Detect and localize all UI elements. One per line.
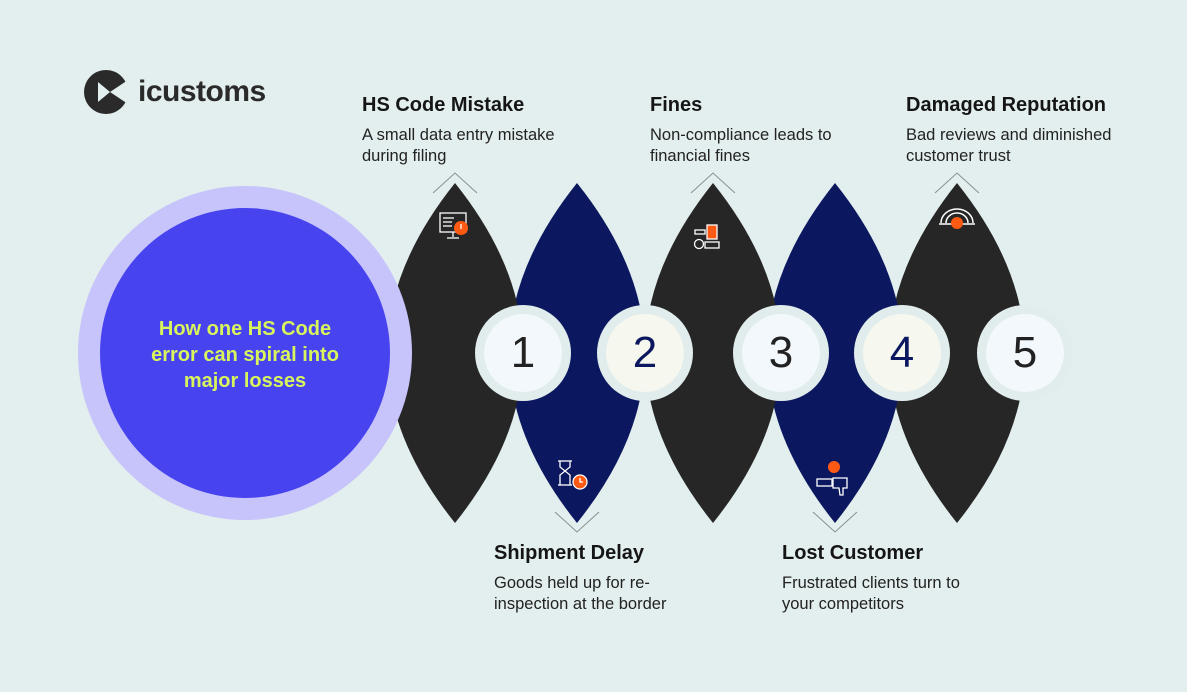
step-number-4: 4: [889, 328, 915, 377]
icustoms-logo-icon: [84, 70, 128, 114]
step-3-card: Fines Non-compliance leads to financial …: [650, 94, 910, 167]
hourglass-clock-icon: [558, 460, 588, 490]
step-4-card: Lost Customer Frustrated clients turn to…: [782, 542, 1042, 615]
step-number-1: 1: [510, 328, 536, 377]
brand-logo: icustoms: [84, 70, 266, 114]
step-petal-4: [767, 183, 903, 523]
step-description: Goods held up for re-inspection at the b…: [494, 574, 667, 613]
center-circle: [100, 208, 390, 498]
pointer-chevron: [432, 172, 478, 194]
step-petal-5: [889, 183, 1025, 523]
step-petal-3: [645, 183, 781, 523]
step-description: A small data entry mistake during filing: [362, 126, 555, 165]
pointer-chevron: [934, 172, 980, 194]
number-circle: [986, 314, 1064, 392]
monitor-alert-icon: [439, 212, 468, 239]
pointer-chevron: [554, 511, 600, 533]
pointer-chevron: [812, 511, 858, 533]
center-title: How one HS Code error can spiral into ma…: [151, 318, 339, 392]
step-title: Lost Customer: [782, 542, 924, 564]
pointer-chevron: [690, 172, 736, 194]
gavel-money-icon: [693, 224, 720, 250]
step-description: Non-compliance leads to financial fines: [650, 126, 832, 165]
number-circle: [863, 314, 941, 392]
step-description: Frustrated clients turn to your competit…: [782, 574, 960, 613]
number-circle: [484, 314, 562, 392]
step-description: Bad reviews and diminished customer trus…: [906, 126, 1112, 165]
step-title: Fines: [650, 94, 703, 116]
step-petal-1: [387, 183, 523, 523]
step-title: Shipment Delay: [494, 542, 645, 564]
step-title: Damaged Reputation: [906, 94, 1107, 116]
number-circle: [742, 314, 820, 392]
number-circle: [606, 314, 684, 392]
step-2-card: Shipment Delay Goods held up for re-insp…: [494, 542, 754, 615]
rating-gauge-icon: [939, 208, 975, 229]
step-number-2: 2: [632, 328, 658, 377]
step-5-card: Damaged Reputation Bad reviews and dimin…: [906, 94, 1166, 167]
step-1-card: HS Code Mistake A small data entry mista…: [362, 94, 622, 167]
step-number-5: 5: [1012, 328, 1038, 377]
step-petal-2: [509, 183, 645, 523]
step-title: HS Code Mistake: [362, 94, 525, 116]
thumbs-down-icon: [816, 461, 848, 496]
step-number-3: 3: [768, 328, 794, 377]
brand-name: icustoms: [138, 75, 266, 108]
